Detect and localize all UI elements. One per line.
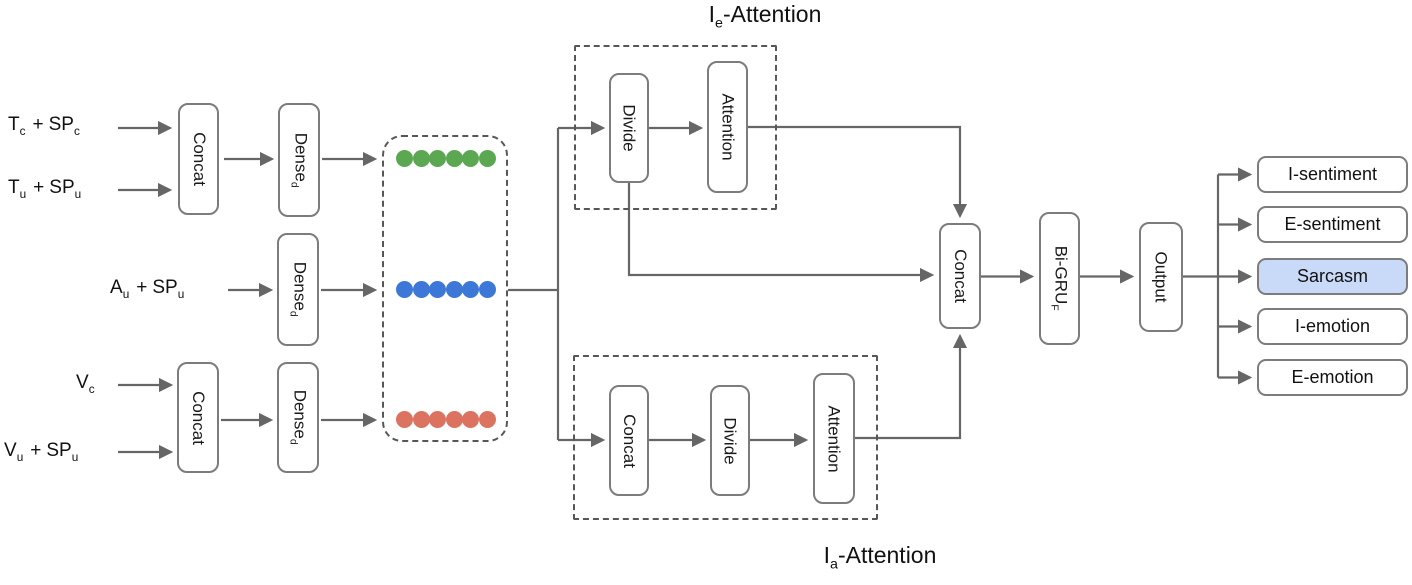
audio-dense-label: Densed (286, 261, 310, 317)
blue-dot (462, 281, 479, 298)
video-dense-box: Densed (277, 362, 319, 473)
green-dot (445, 150, 463, 167)
ie-attention-box: Attention (707, 61, 748, 193)
task-i-sentiment-label: I-sentiment (1287, 164, 1378, 184)
green-dot (412, 150, 430, 167)
red-dot (462, 411, 479, 428)
input-label-au-spu: Au+SPu (110, 277, 185, 301)
ia-concat-label: Concat (620, 413, 639, 468)
text-concat-box: Concat (178, 103, 219, 215)
input-label-vc: Vc (76, 372, 95, 396)
task-i-emotion-label: I-emotion (1294, 316, 1371, 336)
red-dot (396, 411, 413, 428)
red-dot (429, 411, 446, 428)
bi-gru-box: Bi-GRUF (1039, 212, 1080, 345)
text-embedding-dots (396, 150, 496, 167)
green-dot (478, 150, 496, 167)
ie-attention-title: Ie-Attention (708, 1, 822, 32)
video-concat-box: Concat (177, 362, 219, 473)
blue-dot (478, 281, 496, 298)
ia-attention-box: Attention (813, 373, 855, 504)
blue-dot (445, 281, 463, 298)
red-dot (445, 411, 463, 428)
ia-attention-label: Attention (825, 404, 845, 473)
task-i-emotion: I-emotion (1257, 308, 1408, 345)
audio-embedding-dots (396, 281, 496, 298)
task-e-emotion-label: E-emotion (1291, 367, 1374, 387)
output-box: Output (1139, 222, 1183, 332)
blue-dot (396, 281, 413, 298)
task-e-sentiment: E-sentiment (1257, 206, 1408, 243)
input-text: T (8, 114, 20, 135)
input-label-tc-spc: Tc+SPc (8, 114, 80, 138)
ie-divide-box: Divide (609, 73, 649, 183)
red-dot (412, 411, 430, 428)
task-sarcasm-label: Sarcasm (1296, 266, 1368, 286)
fusion-concat-box: Concat (939, 223, 981, 329)
video-concat-label: Concat (189, 390, 208, 445)
text-dense-label: Densed (287, 132, 311, 188)
task-e-sentiment-label: E-sentiment (1284, 214, 1381, 234)
input-label-tu-spu: Tu+SPu (8, 177, 82, 201)
red-dot (478, 411, 496, 428)
ia-divide-label: Divide (721, 416, 740, 465)
ia-divide-box: Divide (710, 385, 750, 496)
embeddings-group-box (382, 135, 508, 442)
video-embedding-dots (396, 411, 496, 428)
ia-attention-title: Ia-Attention (823, 542, 937, 573)
text-dense-box: Densed (278, 103, 320, 217)
ie-attention-label: Attention (718, 93, 738, 161)
bi-gru-label: Bi-GRUF (1048, 245, 1071, 311)
video-dense-label: Densed (286, 389, 310, 445)
ia-concat-box: Concat (609, 385, 649, 496)
green-dot (429, 150, 446, 167)
blue-dot (429, 281, 446, 298)
blue-dot (412, 281, 430, 298)
green-dot (396, 150, 413, 167)
fusion-concat-label: Concat (951, 249, 970, 303)
green-dot (462, 150, 479, 167)
task-e-emotion: E-emotion (1257, 359, 1408, 396)
ie-attention-group-box (574, 45, 777, 210)
output-label: Output (1152, 251, 1172, 303)
ie-divide-label: Divide (620, 104, 639, 152)
task-i-sentiment: I-sentiment (1257, 156, 1408, 193)
audio-dense-box: Densed (277, 233, 319, 346)
input-label-vu-spu: Vu+SPu (4, 440, 79, 464)
ia-attention-group-box (573, 355, 878, 520)
task-sarcasm: Sarcasm (1257, 258, 1408, 295)
text-concat-label: Concat (189, 132, 209, 186)
